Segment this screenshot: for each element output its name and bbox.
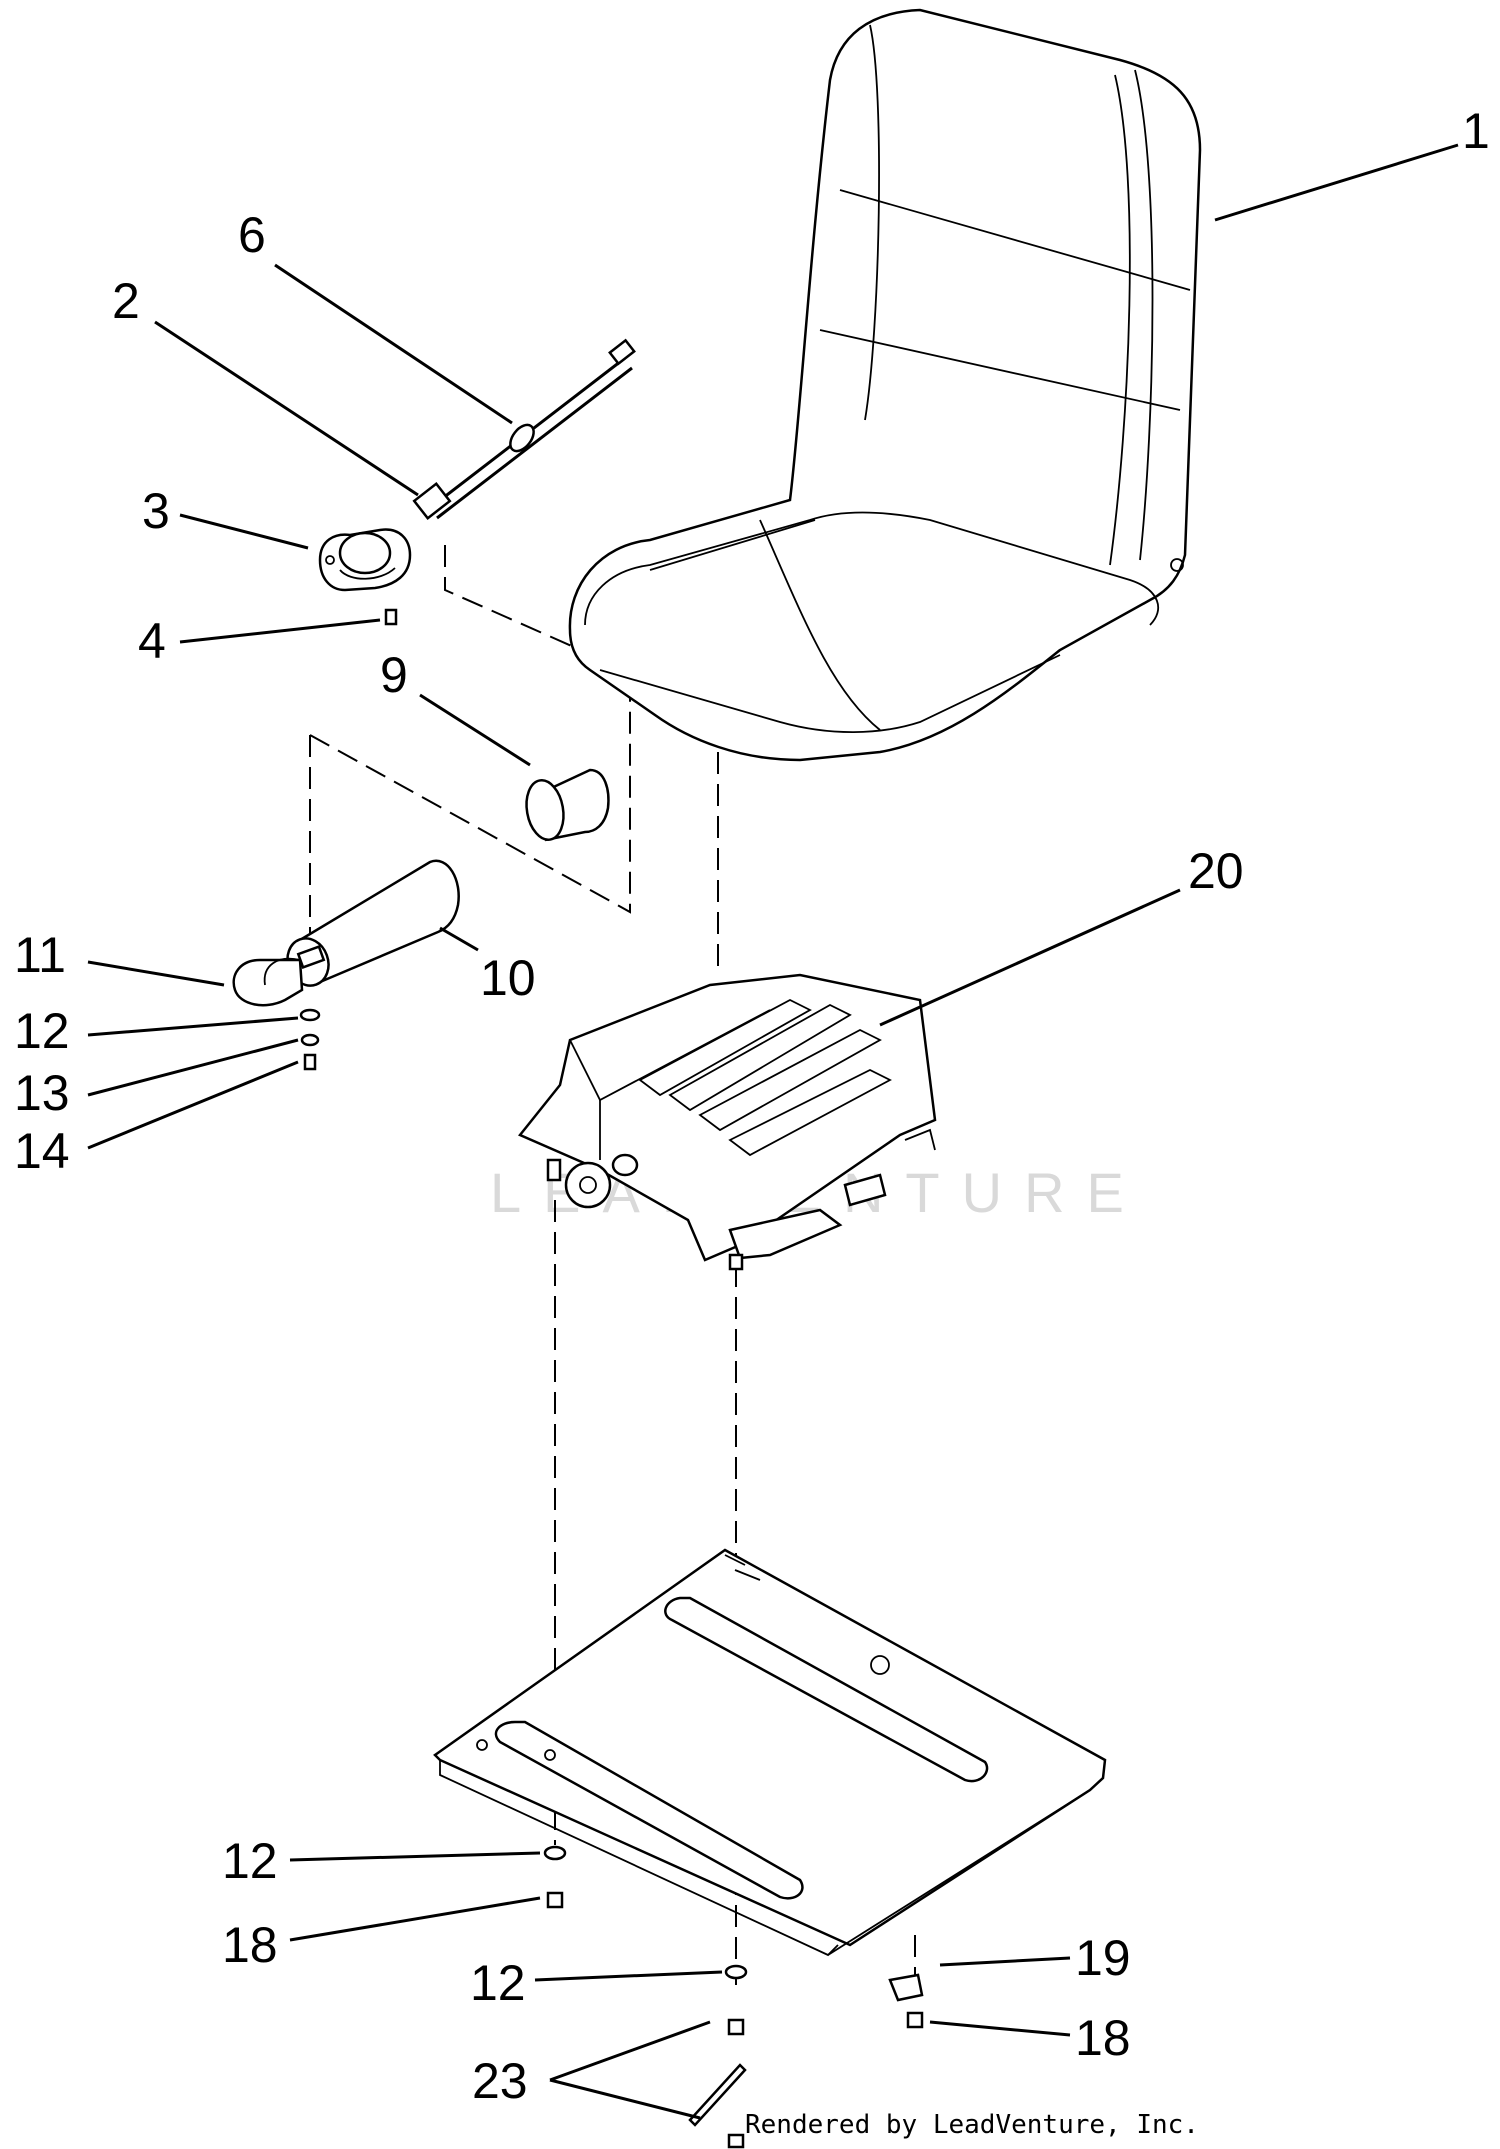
seat-base-plate bbox=[433, 1548, 1107, 1957]
callout-12-base-left: 12 bbox=[222, 1833, 278, 1889]
callouts: 1 6 2 3 4 9 10 11 12 13 14 20 12 18 12 1… bbox=[14, 103, 1490, 2109]
wire-harness bbox=[412, 338, 636, 521]
callout-23: 23 bbox=[472, 2053, 528, 2109]
callout-18-left: 18 bbox=[222, 1917, 278, 1973]
seat-suspension bbox=[518, 973, 937, 1271]
washer-small bbox=[299, 1008, 321, 1071]
callout-11: 11 bbox=[14, 927, 66, 983]
callout-20: 20 bbox=[1188, 843, 1244, 899]
render-credit: Rendered by LeadVenture, Inc. bbox=[745, 2110, 1199, 2140]
callout-12-base-center: 12 bbox=[470, 1955, 526, 2011]
callout-6: 6 bbox=[238, 207, 266, 263]
callout-10: 10 bbox=[480, 950, 536, 1006]
clamp bbox=[232, 945, 326, 1007]
manual-tube bbox=[286, 859, 460, 987]
callout-4: 4 bbox=[138, 613, 166, 669]
callout-18-right: 18 bbox=[1075, 2010, 1131, 2066]
callout-1: 1 bbox=[1462, 103, 1490, 159]
plug bbox=[525, 768, 610, 842]
callout-13: 13 bbox=[14, 1065, 70, 1121]
lower-hardware bbox=[543, 1845, 924, 2149]
callout-2: 2 bbox=[112, 273, 140, 329]
callout-19: 19 bbox=[1075, 1930, 1131, 1986]
seat-switch bbox=[318, 528, 412, 626]
callout-3: 3 bbox=[142, 483, 170, 539]
callout-12-upper: 12 bbox=[14, 1003, 70, 1059]
callout-14: 14 bbox=[14, 1123, 70, 1179]
seat bbox=[568, 8, 1202, 762]
leader-lines bbox=[87, 143, 1459, 2120]
callout-9: 9 bbox=[380, 647, 408, 703]
